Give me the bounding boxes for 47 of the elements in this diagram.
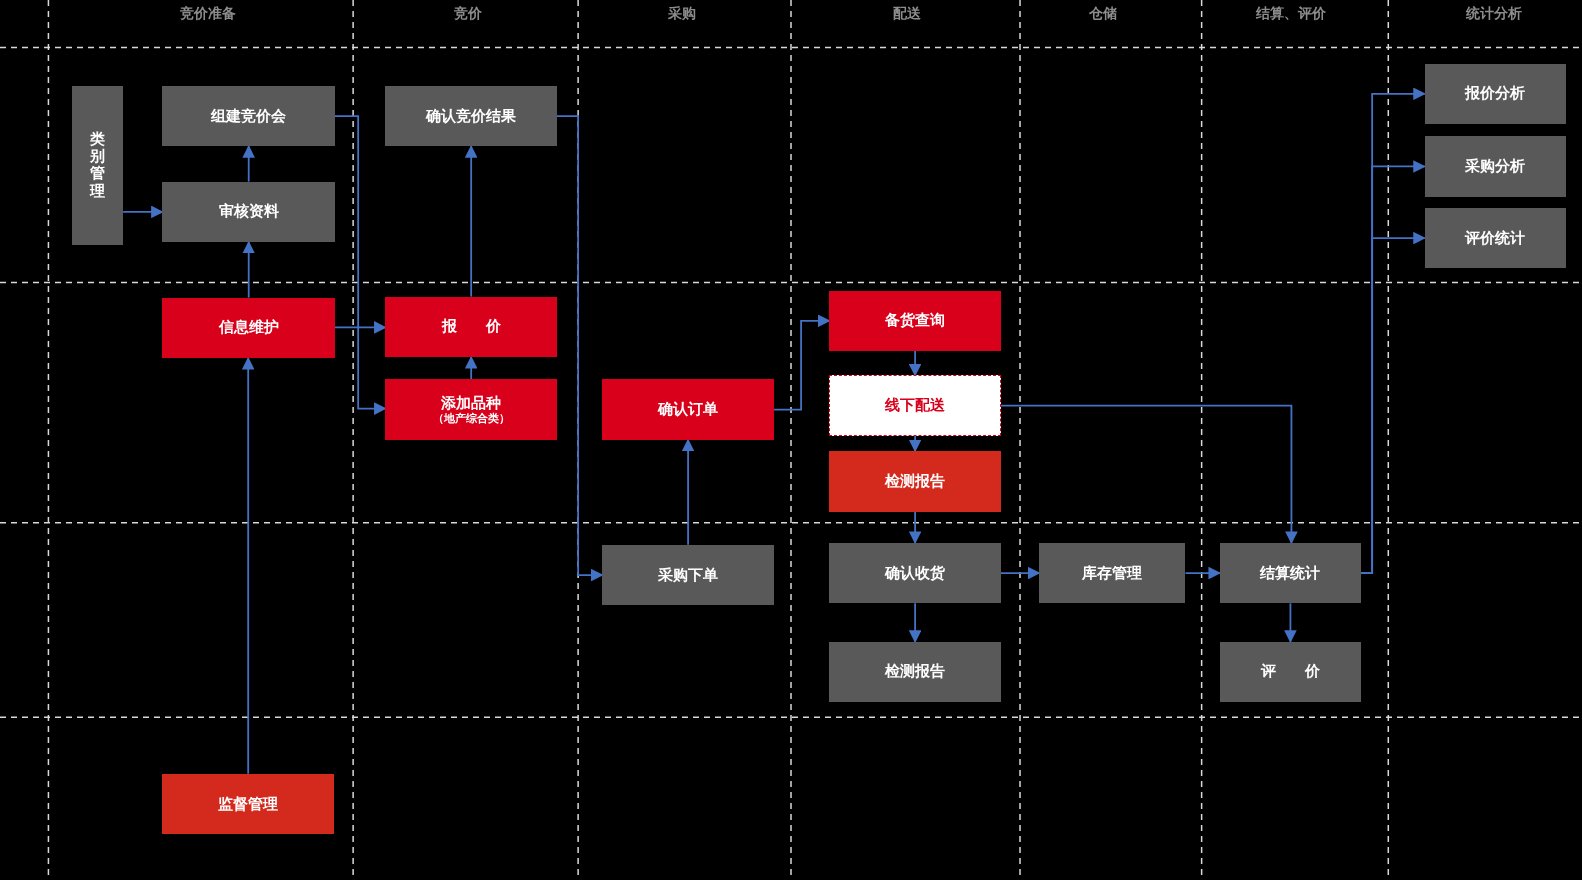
process-box: 检测报告 (829, 641, 1001, 703)
arrow (242, 145, 255, 183)
process-box: 报 价 (385, 296, 557, 358)
arrow (556, 115, 604, 582)
lane-header: 仓储 (1088, 5, 1117, 23)
arrow (1360, 231, 1426, 574)
process-box: 组建竞价会 (162, 85, 335, 147)
arrow (464, 355, 478, 381)
arrow (241, 356, 255, 775)
arrow (999, 566, 1041, 580)
arrow (908, 602, 922, 643)
process-box: 备货查询 (829, 290, 1001, 352)
process-box: 审核资料 (162, 181, 335, 243)
process-box: 库存管理 (1039, 542, 1186, 604)
process-box: 采购分析 (1424, 136, 1566, 197)
arrow (681, 438, 695, 546)
process-box: 确认订单 (602, 379, 774, 440)
process-box: 线下配送 (829, 375, 1001, 436)
arrow (122, 205, 164, 219)
process-box: 采购下单 (602, 544, 774, 606)
process-box: 类别管理 (71, 85, 124, 246)
arrow (334, 321, 387, 334)
lane-header: 竞价准备 (179, 5, 236, 23)
arrow (1284, 602, 1297, 643)
arrow (772, 314, 831, 411)
process-box: 评 价 (1219, 641, 1362, 703)
lane-header: 统计分析 (1466, 5, 1523, 23)
process-box: 评价统计 (1424, 207, 1566, 269)
arrow (908, 434, 922, 453)
process-box: 确认竞价结果 (385, 85, 557, 147)
arrow (464, 145, 478, 298)
arrow (334, 115, 387, 415)
process-box: 监督管理 (162, 773, 334, 835)
process-box: 检测报告 (829, 451, 1001, 512)
lane-header: 配送 (893, 5, 921, 23)
lane-header: 采购 (668, 5, 697, 23)
arrow (242, 240, 255, 299)
process-box: 报价分析 (1424, 63, 1566, 125)
arrow (908, 510, 922, 545)
process-box: 结算统计 (1219, 542, 1362, 604)
lane-header: 结算、评价 (1256, 5, 1327, 23)
lane-header: 竞价 (454, 5, 483, 23)
arrow (999, 404, 1298, 545)
arrow (908, 350, 922, 377)
process-box: 添加品种 （地产综合类） (385, 379, 557, 440)
process-box: 信息维护 (162, 297, 335, 359)
process-box: 确认收货 (829, 542, 1001, 604)
